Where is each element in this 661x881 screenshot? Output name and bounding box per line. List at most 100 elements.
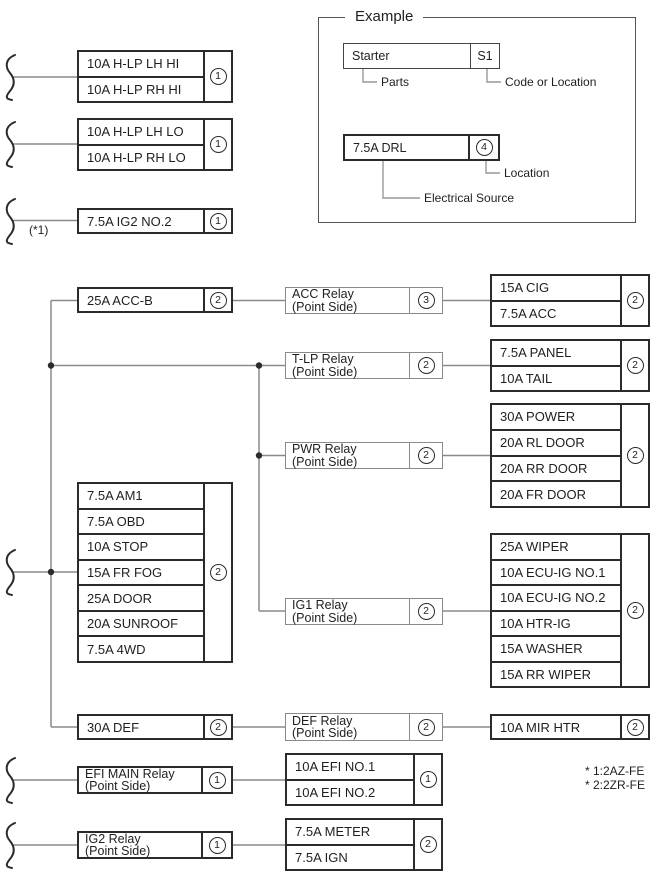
location-cell: 2 [409, 599, 442, 624]
fuse-label: 20A FR DOOR [500, 486, 586, 502]
location-number: 1 [208, 836, 226, 854]
fuse-label: 25A ACC-B [87, 292, 153, 308]
location-cell: 2 [620, 341, 648, 390]
location-number: 1 [209, 68, 227, 85]
fuse-label: 7.5A ACC [500, 305, 557, 321]
wire-break-icon [5, 198, 16, 245]
fuse-group-acc-b: 25A ACC-B 2 [77, 287, 233, 313]
footnote-line: * 2:2ZR-FE [585, 778, 646, 792]
location-number: 2 [626, 447, 644, 464]
example-source-box: 7.5A DRL 4 [343, 134, 500, 161]
location-number: 2 [626, 292, 644, 309]
location-cell: 2 [409, 353, 442, 378]
location-number: 2 [626, 718, 644, 736]
fuse-label: 15A RR WIPER [500, 666, 592, 682]
location-number: 2 [417, 357, 435, 374]
location-cell: 2 [203, 484, 231, 661]
location-number: 1 [208, 771, 226, 789]
fuse-label: 7.5A IG2 NO.2 [87, 213, 172, 229]
fuse-rows: 10A H-LP LH HI 10A H-LP RH HI [79, 52, 203, 101]
fuse-group-ig2-no2: 7.5A IG2 NO.2 1 [77, 208, 233, 234]
relay-side: (Point Side) [292, 364, 358, 379]
wire-break-icon [5, 822, 16, 869]
fuse-group-def: 30A DEF 2 [77, 714, 233, 740]
fuse-rows: 10A H-LP LH LO 10A H-LP RH LO [79, 120, 203, 169]
location-number: 2 [209, 718, 227, 736]
fuse-label: 15A FR FOG [79, 561, 203, 587]
relay-name: T-LP Relay [292, 352, 354, 366]
relay-label: ACC Relay (Point Side) [286, 288, 409, 313]
relay-def: DEF Relay (Point Side) 2 [285, 713, 443, 741]
relay-name: PWR Relay [292, 442, 357, 456]
fuse-label: 30A DEF [87, 719, 140, 735]
fuse-rows: 30A POWER 20A RL DOOR 20A RR DOOR 20A FR… [492, 405, 620, 506]
relay-side: (Point Side) [85, 779, 151, 793]
location-number: 2 [626, 357, 644, 374]
fuse-rows: 7.5A IG2 NO.2 [79, 210, 203, 232]
location-number: 2 [417, 603, 435, 620]
fuse-label: 7.5A METER [287, 820, 413, 846]
fuse-label: 7.5A 4WD [87, 641, 146, 657]
wire-break-icon [5, 757, 16, 804]
relay-label: DEF Relay (Point Side) [286, 714, 409, 740]
location-cell: 1 [201, 833, 231, 857]
relay-label: EFI MAIN Relay (Point Side) [79, 766, 201, 793]
location-number: 2 [626, 602, 644, 619]
fuse-label: 10A HTR-IG [492, 612, 620, 637]
location-number: 2 [417, 447, 435, 464]
location-cell: 2 [409, 443, 442, 468]
fuse-group-power-doors: 30A POWER 20A RL DOOR 20A RR DOOR 20A FR… [490, 403, 650, 508]
location-cell: 1 [203, 52, 231, 101]
fuse-rows: 10A MIR HTR [492, 716, 620, 738]
relay-label: IG1 Relay (Point Side) [286, 599, 409, 624]
example-parts-box: Starter S1 [343, 43, 500, 69]
location-number: 2 [209, 291, 227, 309]
location-number: 2 [209, 564, 227, 581]
relay-side: (Point Side) [85, 844, 151, 858]
fuse-rows: 25A ACC-B [79, 289, 203, 311]
relay-name: EFI MAIN Relay [85, 766, 175, 781]
relay-efi-main: EFI MAIN Relay (Point Side) 1 [77, 766, 233, 794]
relay-name: IG1 Relay [292, 598, 348, 612]
relay-side: (Point Side) [292, 610, 358, 625]
example-panel: Example [318, 8, 636, 223]
relay-label: PWR Relay (Point Side) [286, 443, 409, 468]
fuse-label: 10A EFI NO.1 [287, 755, 413, 781]
location-cell: 2 [620, 276, 648, 325]
fuse-rows: 7.5A PANEL 10A TAIL [492, 341, 620, 390]
example-location-cell: 4 [468, 136, 498, 159]
location-cell: 1 [203, 210, 231, 232]
fuse-rows: 7.5A METER 7.5A IGN [287, 820, 413, 869]
location-cell: 2 [620, 405, 648, 506]
fuse-rows: 10A EFI NO.1 10A EFI NO.2 [287, 755, 413, 804]
location-cell: 1 [201, 768, 231, 792]
fuse-group-panel-tail: 7.5A PANEL 10A TAIL 2 [490, 339, 650, 392]
caption-electrical-source: Electrical Source [424, 191, 515, 205]
location-number: 1 [209, 136, 227, 153]
location-cell: 2 [203, 289, 231, 311]
fuse-label: 10A STOP [79, 535, 203, 561]
caption-parts: Parts [381, 75, 410, 89]
fuse-label: 7.5A AM1 [79, 484, 203, 510]
example-title: Example [345, 8, 424, 25]
wire-break-icon [5, 54, 16, 101]
relay-side: (Point Side) [292, 726, 358, 740]
relay-pwr: PWR Relay (Point Side) 2 [285, 442, 443, 469]
fuse-label: 10A EFI NO.2 [295, 784, 376, 800]
fuse-group-cig-acc: 15A CIG 7.5A ACC 2 [490, 274, 650, 327]
wire-break-icon [5, 121, 16, 168]
fuse-label: 7.5A OBD [79, 510, 203, 536]
relay-name: IG2 Relay [85, 831, 141, 846]
fuse-rows: 7.5A AM1 7.5A OBD 10A STOP 15A FR FOG 25… [79, 484, 203, 661]
location-cell: 1 [413, 755, 441, 804]
fuse-label: 20A RL DOOR [492, 431, 620, 457]
fuse-group-ig1-circuits: 25A WIPER 10A ECU-IG NO.1 10A ECU-IG NO.… [490, 533, 650, 688]
relay-name: DEF Relay [292, 713, 353, 728]
location-number: 3 [417, 292, 435, 309]
fuse-label: 7.5A PANEL [492, 341, 620, 367]
relay-name: ACC Relay [292, 287, 354, 301]
footnote-marker: (*1) [29, 223, 49, 237]
fuse-group-efi: 10A EFI NO.1 10A EFI NO.2 1 [285, 753, 443, 806]
fuse-group-main-stack: 7.5A AM1 7.5A OBD 10A STOP 15A FR FOG 25… [77, 482, 233, 663]
